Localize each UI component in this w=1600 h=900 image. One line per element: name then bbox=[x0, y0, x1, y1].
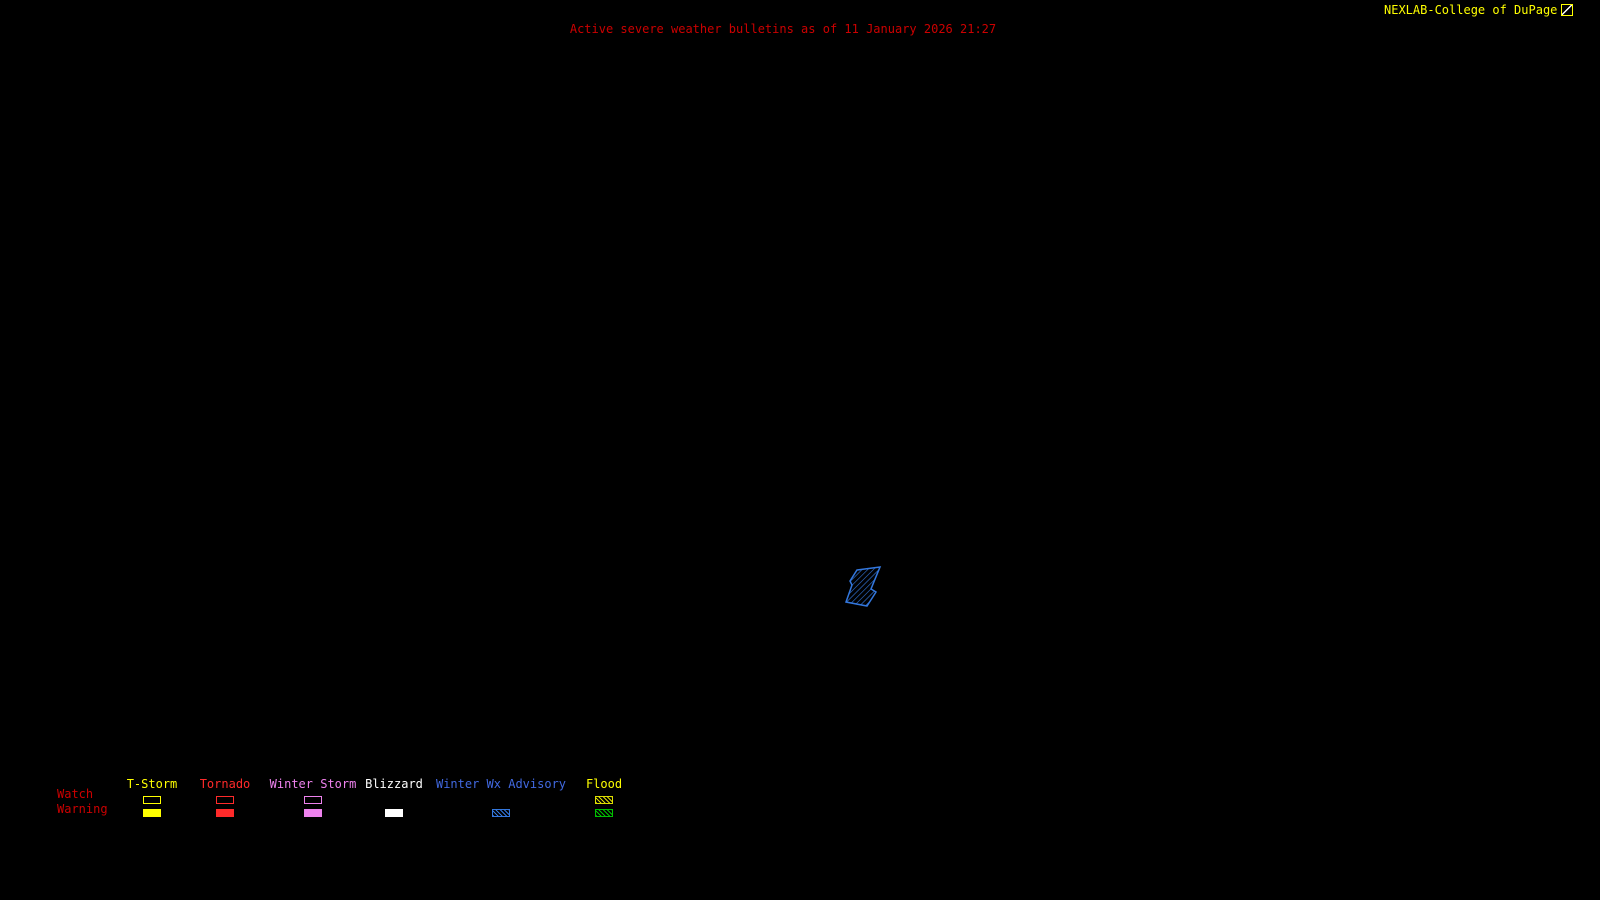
legend-label-winter-storm: Winter Storm bbox=[269, 777, 357, 791]
swatch-winter-wx-advisory-warning bbox=[492, 809, 510, 817]
legend-watch-label: Watch bbox=[57, 787, 94, 801]
legend-label-winter-wx-advisory: Winter Wx Advisory bbox=[435, 777, 567, 791]
cod-logo-icon bbox=[1561, 4, 1574, 16]
swatch-winter-storm-warning bbox=[304, 809, 322, 817]
swatch-tornado-warning bbox=[216, 809, 234, 817]
swatch-flood-warning bbox=[595, 809, 613, 817]
swatch-tornado-watch bbox=[216, 796, 234, 804]
legend-col-tstorm: T-Storm bbox=[77, 777, 227, 817]
swatch-winter-storm-watch bbox=[304, 796, 322, 804]
legend-col-winter-wx-advisory: Winter Wx Advisory bbox=[426, 777, 576, 817]
swatch-tstorm-watch bbox=[143, 796, 161, 804]
legend-label-tstorm: T-Storm bbox=[126, 777, 178, 791]
legend-col-winter-storm: Winter Storm bbox=[238, 777, 388, 817]
legend-col-flood: Flood bbox=[529, 777, 679, 817]
advisory-polygon bbox=[845, 566, 882, 607]
swatch-blizzard-warning bbox=[385, 809, 403, 817]
bulletin-timestamp: Active severe weather bulletins as of 11… bbox=[569, 22, 997, 36]
legend-col-tornado: Tornado bbox=[150, 777, 300, 817]
swatch-flood-watch bbox=[595, 796, 613, 804]
swatch-tstorm-warning bbox=[143, 809, 161, 817]
legend-label-tornado: Tornado bbox=[199, 777, 251, 791]
legend-label-blizzard: Blizzard bbox=[365, 777, 423, 791]
site-title-text: NEXLAB-College of DuPage bbox=[1384, 3, 1558, 17]
legend-label-flood: Flood bbox=[585, 777, 623, 791]
legend-col-blizzard: Blizzard bbox=[319, 777, 469, 817]
site-title: NEXLAB-College of DuPage bbox=[1384, 3, 1574, 17]
legend-warning-label: Warning bbox=[57, 802, 108, 816]
